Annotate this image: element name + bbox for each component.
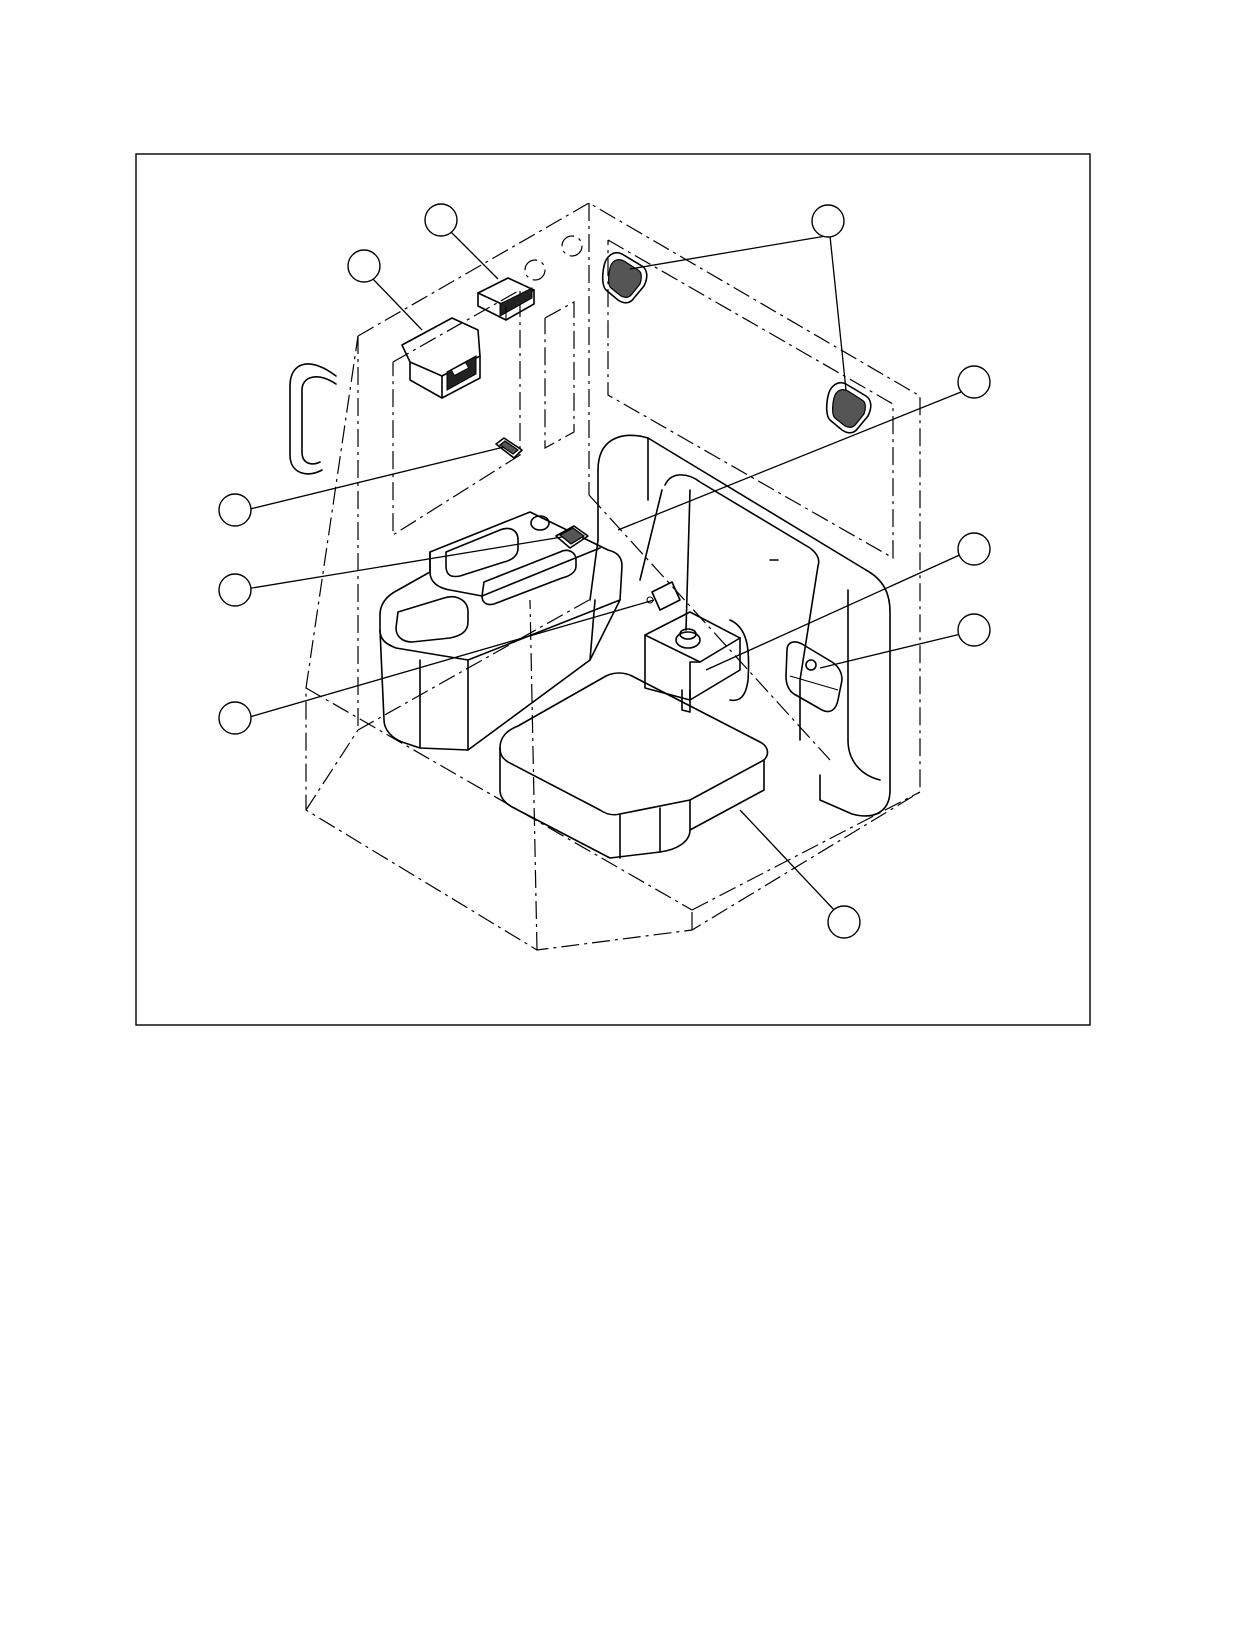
leader-lines (245, 229, 967, 913)
switch-panel (495, 437, 523, 459)
diagram-frame (135, 153, 1091, 1026)
keypad (555, 525, 589, 549)
callout-4 (957, 365, 991, 399)
left-control-console (379, 511, 623, 751)
callout-9 (218, 701, 252, 735)
cab-outline (305, 202, 921, 951)
cb-radio-unit (477, 277, 535, 321)
operator-seat (499, 672, 769, 859)
operator-console (589, 434, 891, 817)
speaker-right (825, 381, 872, 434)
heater-unit (644, 581, 750, 713)
callout-5 (218, 493, 252, 527)
radio-unit (401, 317, 481, 399)
callout-6 (957, 532, 991, 566)
callout-8 (957, 613, 991, 647)
callout-2 (347, 249, 381, 283)
callout-3 (811, 204, 845, 238)
callout-10 (827, 905, 861, 939)
speaker-left (601, 251, 648, 304)
callouts (218, 203, 991, 939)
callout-7 (218, 573, 252, 607)
grab-handle (289, 363, 337, 475)
callout-1 (424, 203, 458, 237)
